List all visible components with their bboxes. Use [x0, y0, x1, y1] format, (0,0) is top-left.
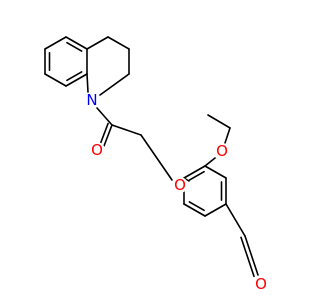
aldehyde-oxygen-label: O	[255, 275, 267, 293]
n-aryl-bond	[86, 73, 89, 93]
structure-svg: N O O O O	[44, 36, 269, 293]
atom-ethoxy-oxygen: O	[214, 142, 230, 160]
phenoxy-ring-double-bond	[188, 201, 205, 212]
benzo-ring-bond	[65, 73, 88, 87]
atom-aldehyde-oxygen: O	[253, 275, 269, 293]
benzo-ring-bond	[44, 36, 67, 50]
atom-nitrogen: N	[84, 91, 100, 109]
ethoxy-ch2-bond	[224, 127, 231, 144]
phenoxy-ring-bond	[183, 203, 206, 217]
carbonyl-oxygen-label: O	[91, 141, 103, 159]
carbonyl-bond	[103, 124, 113, 147]
methylene-bond	[111, 124, 142, 136]
bonds-layer	[44, 36, 259, 278]
aryl-ether-bond	[183, 177, 190, 182]
aldehyde-co-bond	[244, 235, 259, 276]
aryl-ethoxy-bond	[204, 157, 216, 167]
carbonyl-double-bond	[99, 122, 109, 146]
n-c2-bond	[99, 73, 130, 96]
n-carbonyl-carbon-bond	[96, 107, 113, 126]
atoms-layer: N O O O O	[84, 91, 269, 293]
nitrogen-label: N	[86, 91, 97, 109]
ether-oxygen-label: O	[174, 176, 186, 194]
benzo-ring-bond	[65, 36, 88, 50]
saturated-ring-bond	[107, 36, 130, 50]
benzo-ring-double-bond	[66, 71, 83, 82]
atom-carbonyl-oxygen: O	[89, 141, 105, 159]
benzo-ring-double-bond	[66, 41, 83, 52]
ethoxy-oxygen-label: O	[216, 142, 228, 160]
phenoxy-ring-double-bond	[188, 170, 205, 181]
phenoxy-ring-bond	[204, 203, 227, 217]
aldehyde-double-bond	[240, 236, 255, 278]
phenoxy-ring-bond	[204, 165, 227, 179]
saturated-ring-bond	[86, 36, 109, 50]
ether-oxygen-bond	[140, 134, 173, 181]
phenoxy-ring-bond	[183, 165, 206, 179]
benzo-ring-bond	[44, 73, 67, 87]
atom-ether-oxygen: O	[172, 176, 188, 194]
aldehyde-carbon-bond	[225, 203, 246, 237]
ethoxy-ch3-bond	[207, 114, 231, 129]
molecule-diagram: N O O O O	[44, 36, 269, 293]
